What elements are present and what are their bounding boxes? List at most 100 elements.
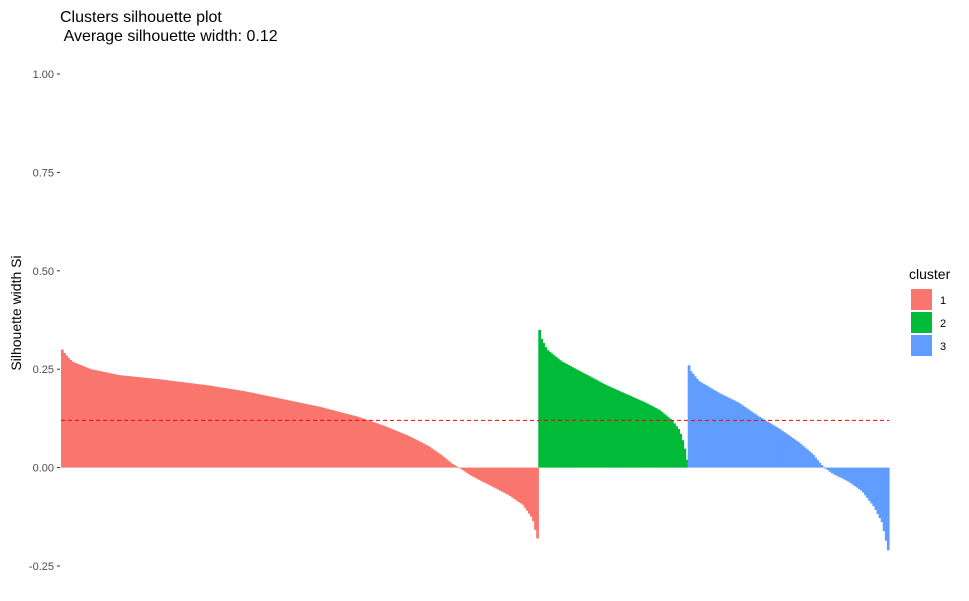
silhouette-bar xyxy=(326,408,330,468)
silhouette-bar xyxy=(388,428,392,468)
silhouette-bar xyxy=(536,467,539,539)
silhouette-bar xyxy=(521,467,525,505)
silhouette-bar xyxy=(583,373,587,468)
silhouette-bar xyxy=(731,399,734,468)
silhouette-bar xyxy=(525,467,529,511)
silhouette-bar xyxy=(77,364,81,468)
silhouette-bar xyxy=(158,379,162,468)
silhouette-bar xyxy=(714,391,718,468)
silhouette-bar xyxy=(696,378,699,468)
silhouette-bar xyxy=(471,467,475,477)
silhouette-bar xyxy=(801,445,805,468)
silhouette-bar xyxy=(596,380,600,468)
silhouette-bar xyxy=(191,383,195,468)
silhouette-bar xyxy=(170,380,174,468)
silhouette-bar xyxy=(878,467,882,519)
silhouette-bar xyxy=(494,467,498,489)
silhouette-bar xyxy=(650,405,654,468)
silhouette-bar xyxy=(857,467,861,489)
silhouette-bar xyxy=(312,405,315,468)
silhouette-bar xyxy=(403,434,407,468)
silhouette-bar xyxy=(478,467,481,480)
silhouette-bar xyxy=(98,371,102,468)
silhouette-bar xyxy=(509,467,512,497)
silhouette-bar xyxy=(639,400,643,468)
silhouette-bar xyxy=(590,377,593,468)
silhouette-bar xyxy=(810,452,813,468)
silhouette-bar xyxy=(461,467,465,471)
silhouette-bar xyxy=(295,402,299,468)
silhouette-bar xyxy=(617,390,620,468)
silhouette-bar xyxy=(92,369,95,468)
silhouette-bar xyxy=(554,356,558,468)
silhouette-bar xyxy=(741,405,745,468)
silhouette-bar xyxy=(220,387,224,468)
y-tick-label: 0.75 xyxy=(33,167,54,179)
silhouette-bar xyxy=(270,396,274,468)
silhouette-bar xyxy=(322,407,326,468)
silhouette-bar xyxy=(241,390,245,468)
silhouette-bar xyxy=(635,398,639,468)
y-axis: -0.250.000.250.500.751.00 xyxy=(29,69,60,573)
silhouette-bar xyxy=(747,409,751,468)
silhouette-bar xyxy=(550,353,554,468)
silhouette-bar xyxy=(716,392,720,468)
silhouette-bar xyxy=(85,367,89,468)
silhouette-bar xyxy=(386,427,390,468)
silhouette-bar xyxy=(320,407,324,468)
silhouette-bar xyxy=(870,467,873,504)
silhouette-bar xyxy=(227,388,230,468)
silhouette-bar xyxy=(573,368,577,468)
silhouette-bar xyxy=(872,467,876,507)
silhouette-bar xyxy=(795,440,799,468)
silhouette-bar xyxy=(604,384,608,468)
silhouette-bar xyxy=(540,338,544,468)
silhouette-bar xyxy=(683,448,687,468)
silhouette-bar xyxy=(200,384,203,468)
silhouette-bar xyxy=(117,374,120,468)
silhouette-bar xyxy=(602,383,606,468)
silhouette-bar xyxy=(123,375,126,468)
silhouette-bar xyxy=(843,467,847,480)
silhouette-bar xyxy=(799,444,803,468)
silhouette-bar xyxy=(206,385,209,468)
silhouette-bar xyxy=(73,362,77,468)
silhouette-bar xyxy=(679,433,683,468)
silhouette-bar xyxy=(164,380,168,468)
silhouette-bar xyxy=(739,404,743,468)
silhouette-bar xyxy=(106,372,110,468)
legend-label-cluster-3: 3 xyxy=(940,341,946,353)
silhouette-bar xyxy=(276,398,280,468)
silhouette-bar xyxy=(546,350,550,468)
silhouette-bar xyxy=(613,388,616,468)
silhouette-bar xyxy=(864,467,867,496)
silhouette-bar xyxy=(129,376,133,468)
silhouette-bar xyxy=(278,398,282,468)
silhouette-bar xyxy=(793,439,797,468)
silhouette-bar xyxy=(685,459,689,468)
silhouette-bar xyxy=(500,467,504,492)
silhouette-bar xyxy=(588,376,591,468)
silhouette-bar xyxy=(417,441,421,468)
legend-key-cluster-1 xyxy=(911,289,932,310)
silhouette-bar xyxy=(366,420,369,468)
silhouette-bar xyxy=(459,467,463,469)
silhouette-bar xyxy=(519,467,523,504)
silhouette-bar xyxy=(272,397,276,468)
silhouette-bar xyxy=(363,419,367,468)
silhouette-bar xyxy=(299,402,303,468)
silhouette-bar xyxy=(127,376,131,468)
silhouette-bar xyxy=(835,467,838,476)
silhouette-bar xyxy=(334,411,338,468)
silhouette-bar xyxy=(752,412,755,468)
silhouette-bar xyxy=(722,395,726,468)
silhouette-bar xyxy=(654,408,658,468)
silhouette-bar xyxy=(195,383,199,468)
silhouette-bar xyxy=(675,426,678,468)
silhouette-bar xyxy=(231,389,234,468)
silhouette-bar xyxy=(353,415,357,468)
silhouette-bar xyxy=(343,413,346,468)
silhouette-bar xyxy=(623,393,627,468)
silhouette-bar xyxy=(214,386,218,468)
cluster-2-bars xyxy=(538,329,689,468)
